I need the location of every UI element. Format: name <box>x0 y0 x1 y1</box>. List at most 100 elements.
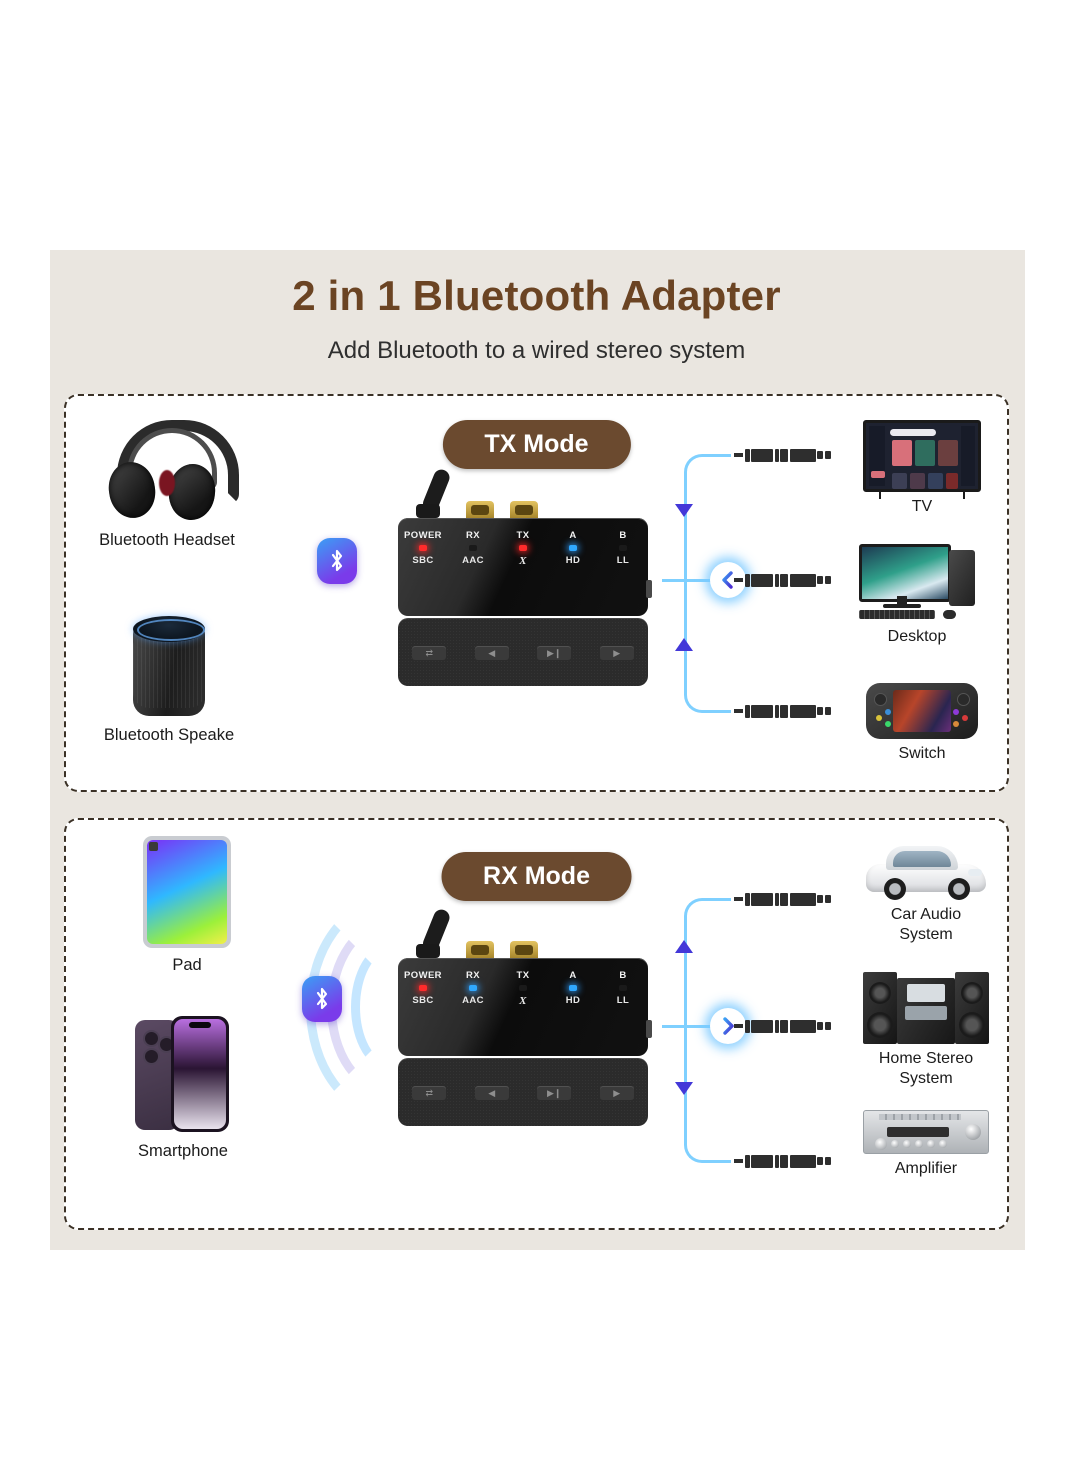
previous-icon[interactable]: ◀ <box>474 1086 509 1100</box>
tx-mode-card: TX Mode Bluetooth Headset Bluetooth Spea… <box>64 394 1009 792</box>
source-bluetooth-headset: Bluetooth Headset <box>72 418 262 551</box>
stereo-system-icon <box>863 972 989 1044</box>
codec-label: SBC <box>412 555 434 566</box>
destination-tv: TV <box>847 420 997 517</box>
swap-icon[interactable]: ⇄ <box>412 1086 447 1100</box>
led-b <box>619 545 627 551</box>
codec-label: HD <box>565 555 581 566</box>
led-group-power: POWER SBC <box>398 530 448 567</box>
desktop-computer-icon <box>853 544 981 622</box>
next-icon[interactable]: ▶ <box>599 1086 634 1100</box>
codec-label: AAC <box>462 995 484 1006</box>
page-title: 2 in 1 Bluetooth Adapter <box>292 272 781 319</box>
tx-mode-badge: TX Mode <box>442 420 631 469</box>
page-subtitle: Add Bluetooth to a wired stereo system <box>327 337 746 364</box>
led-label: A <box>569 530 577 541</box>
aux-plug-stereo <box>734 1019 831 1033</box>
led-label: RX <box>466 530 480 541</box>
bluetooth-icon <box>317 538 357 584</box>
headphones-icon <box>105 418 239 523</box>
bluetooth-waves-rx <box>272 896 422 1119</box>
previous-icon[interactable]: ◀ <box>474 646 509 660</box>
led-b <box>619 985 627 991</box>
destination-label: Switch <box>898 745 946 762</box>
led-label: B <box>619 970 627 981</box>
led-label: A <box>569 970 577 981</box>
led-power <box>419 985 427 991</box>
car-icon <box>866 842 986 900</box>
next-icon[interactable]: ▶ <box>599 646 634 660</box>
destination-label: TV <box>911 498 933 515</box>
flow-arrow-down <box>675 504 693 517</box>
smartphone-icon <box>135 1016 231 1134</box>
source-label: Bluetooth Speake <box>103 726 235 744</box>
led-rx <box>469 985 477 991</box>
flow-arrow-up <box>675 638 693 651</box>
aux-plug-car <box>734 892 831 906</box>
led-group-power: POWER SBC <box>398 970 448 1007</box>
source-bluetooth-speaker: Bluetooth Speake <box>74 608 264 746</box>
flow-arrow-down <box>675 1082 693 1095</box>
destination-car-audio: Car Audio System <box>851 842 1001 944</box>
source-label: Bluetooth Headset <box>99 531 235 549</box>
bluetooth-icon <box>302 976 342 1022</box>
rx-mode-card: RX Mode Pad Smartphone <box>64 818 1009 1230</box>
aux-plug-amplifier <box>734 1154 831 1168</box>
led-group-tx: TX X <box>498 530 548 567</box>
aux-plug-switch <box>734 704 831 718</box>
swap-icon[interactable]: ⇄ <box>412 646 447 660</box>
codec-label: X <box>519 995 527 1007</box>
codec-label: LL <box>616 995 630 1006</box>
aux-plug-tv <box>734 448 831 462</box>
led-label: B <box>619 530 627 541</box>
destination-home-stereo: Home Stereo System <box>851 972 1001 1088</box>
bus-top <box>684 454 731 585</box>
led-label: POWER <box>404 530 442 541</box>
rca-jack-left <box>466 501 494 521</box>
destination-desktop: Desktop <box>842 544 992 647</box>
aux-plug-desktop <box>734 573 831 587</box>
led-label: POWER <box>404 970 442 981</box>
device-side-button[interactable] <box>646 580 652 598</box>
bluetooth-glyph <box>331 549 343 572</box>
led-a <box>569 545 577 551</box>
led-a <box>569 985 577 991</box>
destination-switch: Switch <box>847 683 997 764</box>
codec-label: X <box>519 555 527 567</box>
tablet-icon <box>143 836 231 948</box>
device-side-button[interactable] <box>646 1020 652 1038</box>
led-group-rx: RX AAC <box>448 970 498 1007</box>
source-pad: Pad <box>92 836 282 976</box>
rca-jack-right <box>510 941 538 961</box>
led-group-tx: TX X <box>498 970 548 1007</box>
amplifier-icon <box>863 1110 989 1154</box>
led-indicator-panel: POWER SBC RX AAC TX X A HD <box>398 970 648 1007</box>
rca-jack-right <box>510 501 538 521</box>
signal-routing-rx <box>662 854 862 1194</box>
device-front-panel <box>398 518 648 616</box>
tv-icon <box>863 420 981 499</box>
destination-label: Car Audio System <box>890 906 962 943</box>
led-indicator-panel: POWER SBC RX AAC TX X A HD <box>398 530 648 567</box>
led-label: RX <box>466 970 480 981</box>
led-label: TX <box>516 530 530 541</box>
source-label: Pad <box>172 956 202 974</box>
source-smartphone: Smartphone <box>88 1016 278 1162</box>
flow-arrow-up <box>675 940 693 953</box>
rca-jack-left <box>466 941 494 961</box>
led-group-a: A HD <box>548 970 598 1007</box>
led-label: TX <box>516 970 530 981</box>
device-controls: ⇄ ◀ ▶❙ ▶ <box>398 646 648 660</box>
device-controls: ⇄ ◀ ▶❙ ▶ <box>398 1086 648 1100</box>
rx-mode-badge: RX Mode <box>441 852 632 901</box>
led-group-a: A HD <box>548 530 598 567</box>
device-front-panel <box>398 958 648 1056</box>
bluetooth-glyph <box>316 987 328 1010</box>
play-pause-icon[interactable]: ▶❙ <box>537 1086 572 1100</box>
antenna-base <box>416 944 440 958</box>
led-rx <box>469 545 477 551</box>
play-pause-icon[interactable]: ▶❙ <box>537 646 572 660</box>
bus-top <box>684 898 731 1031</box>
destination-label: Desktop <box>887 628 947 645</box>
